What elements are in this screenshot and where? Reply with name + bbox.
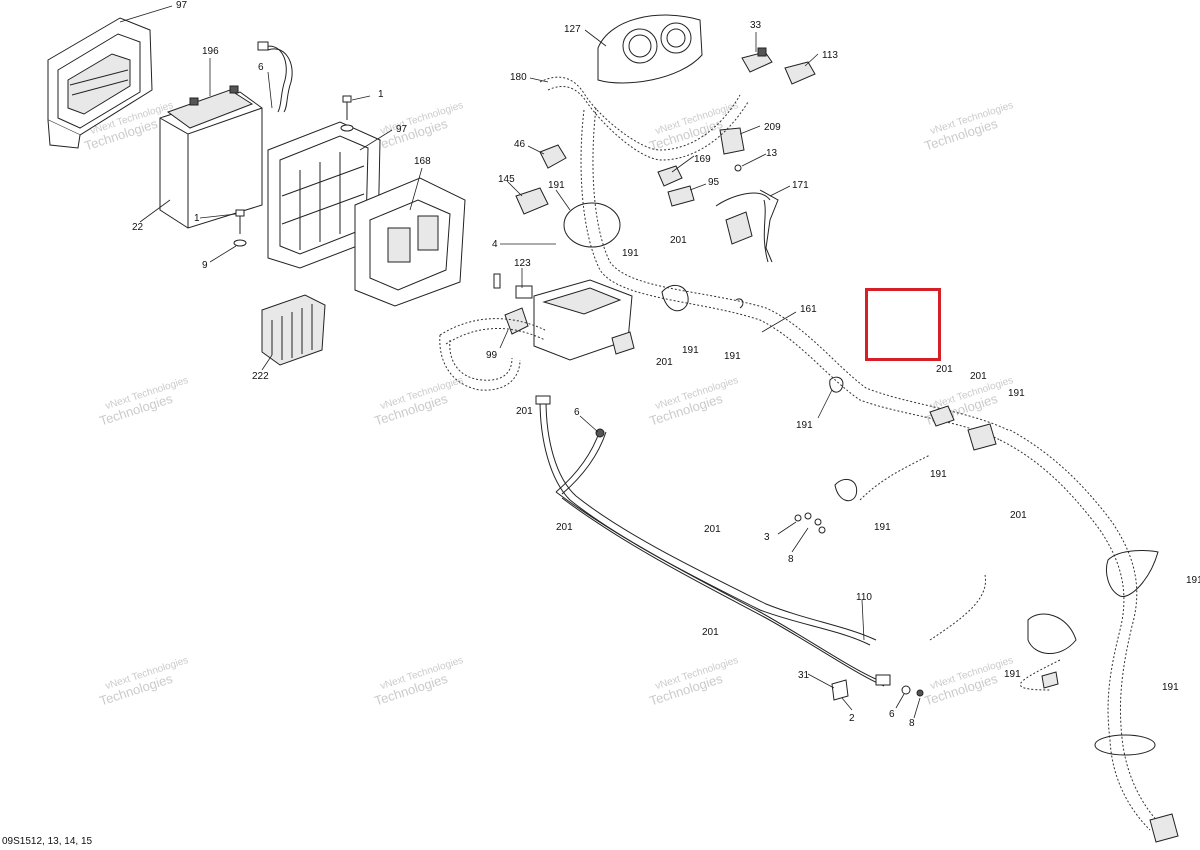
callout-label: 33	[750, 20, 762, 31]
callout-label: 168	[414, 156, 431, 167]
callout-label: 209	[764, 122, 781, 133]
callout-label: 201	[1010, 510, 1027, 521]
connector-part	[611, 331, 1179, 843]
battery-part	[159, 85, 263, 229]
callout-label: 123	[514, 258, 531, 269]
callout-label: 191	[724, 351, 741, 362]
leader-lines	[119, 5, 921, 719]
battery-support-part	[267, 121, 381, 269]
callout-label: 191	[548, 180, 565, 191]
callout-label: 6	[889, 709, 895, 720]
callout-label: 127	[564, 24, 581, 35]
callout-label: 191	[1186, 575, 1200, 586]
callout-label: 191	[796, 420, 813, 431]
callout-label: 22	[132, 222, 144, 233]
callout-label: 113	[822, 50, 838, 61]
callout-label: 97	[396, 124, 408, 135]
callout-label: 169	[694, 154, 711, 165]
callout-label: 191	[1162, 682, 1179, 693]
callout-label: 31	[798, 670, 810, 681]
clamp-part	[563, 202, 1159, 756]
callout-label: 201	[516, 406, 533, 417]
callout-label: 171	[792, 180, 809, 191]
callout-label: 97	[176, 0, 188, 11]
callout-labels: 97 196 6 1 97 22 1 9 168 222 127 33 113 …	[132, 0, 1200, 729]
callout-label: 46	[514, 139, 526, 150]
callout-label: 191	[1008, 388, 1025, 399]
callout-label: 196	[202, 46, 219, 57]
battery-cable-part	[535, 395, 924, 701]
fuse-box-part	[493, 273, 633, 361]
callout-label: 8	[788, 554, 794, 565]
callout-label: 13	[766, 148, 778, 159]
callout-label: 145	[498, 174, 515, 185]
callout-label: 191	[622, 248, 639, 259]
callout-label: 6	[574, 407, 580, 418]
callout-label: 180	[510, 72, 527, 83]
callout-label: 191	[1004, 669, 1021, 680]
callout-label: 191	[874, 522, 891, 533]
main-harness	[439, 76, 1163, 831]
callout-label: 201	[970, 371, 987, 382]
voltage-regulator-part	[261, 294, 326, 366]
callout-label: 8	[909, 718, 915, 729]
callout-label: 4	[492, 239, 498, 250]
sensor-part	[515, 127, 745, 215]
bolt-part	[233, 95, 354, 247]
callout-label: 201	[704, 524, 721, 535]
ecu-bracket-part	[47, 17, 153, 149]
hardware-part	[794, 512, 826, 534]
callout-label: 2	[849, 713, 855, 724]
dess-lanyard-part	[715, 189, 779, 263]
callout-label: 201	[702, 627, 719, 638]
callout-label: 6	[258, 62, 264, 73]
callout-label: 95	[708, 177, 720, 188]
fuse-bracket-part	[354, 177, 466, 307]
callout-label: 222	[252, 371, 269, 382]
gauge-cluster-part	[597, 14, 703, 84]
callout-label: 191	[682, 345, 699, 356]
callout-label: 201	[556, 522, 573, 533]
callout-label: 1	[378, 89, 384, 100]
callout-label: 201	[656, 357, 673, 368]
callout-label: 1	[194, 213, 200, 224]
ground-cable-part	[257, 41, 293, 113]
callout-label: 99	[486, 350, 498, 361]
highlight-box	[865, 288, 941, 361]
callout-label: 110	[856, 592, 872, 603]
callout-label: 9	[202, 260, 208, 271]
callout-label: 161	[800, 304, 817, 315]
callout-label: 201	[670, 235, 687, 246]
callout-label: 201	[936, 364, 953, 375]
document-id: 09S1512, 13, 14, 15	[2, 836, 93, 847]
sensor-99-part	[504, 307, 529, 335]
callout-label: 3	[764, 532, 770, 543]
switch-part	[741, 47, 816, 85]
callout-label: 191	[930, 469, 947, 480]
